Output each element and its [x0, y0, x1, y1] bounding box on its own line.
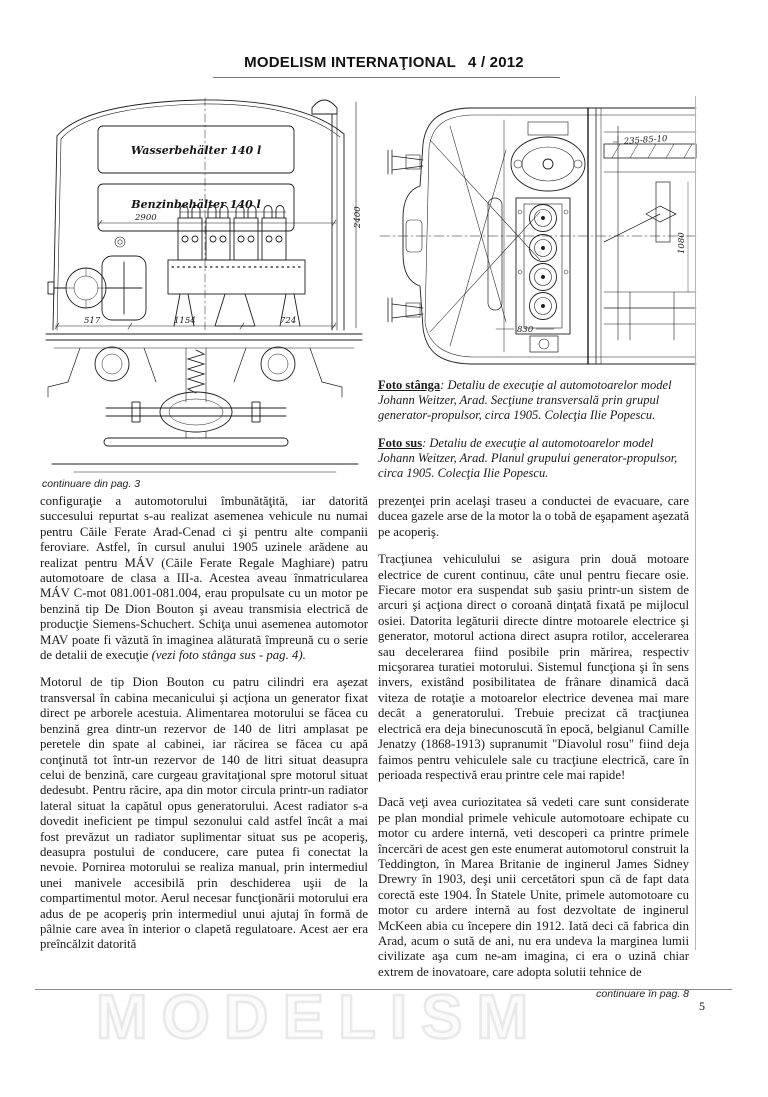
car-body-outline — [52, 97, 345, 333]
caption-label: Foto sus — [378, 436, 423, 450]
lower-crossbar — [103, 431, 289, 447]
paragraph: Tracţiunea vehiculului se asigura prin d… — [378, 552, 689, 782]
svg-text:724: 724 — [280, 316, 296, 326]
svg-text:830: 830 — [517, 325, 534, 335]
generator-plan — [510, 121, 586, 192]
plan-view-drawing: 830 — [379, 107, 697, 365]
ground-lines — [51, 463, 359, 473]
dimension-2400: 2400 — [353, 101, 363, 329]
modelism-watermark: MODELISM — [95, 982, 543, 1054]
truck-framework — [603, 125, 697, 341]
gear-housing — [105, 391, 287, 433]
generator — [47, 255, 147, 321]
right-column-rule — [695, 96, 696, 950]
svg-text:2400: 2400 — [353, 206, 363, 229]
paragraph-text: configuraţie a automotorului îmbunătăţit… — [40, 494, 368, 663]
water-tank: Wasserbehälter 140 l — [97, 125, 295, 174]
caption-label: Foto stânga — [378, 378, 441, 392]
magazine-title: MODELISM INTERNAŢIONAL — [244, 54, 457, 71]
paragraph: Motorul de tip Dion Bouton cu patru cili… — [40, 675, 368, 952]
svg-text:1154: 1154 — [174, 316, 196, 326]
dimension-830: 830 — [495, 325, 555, 335]
svg-text:1080: 1080 — [677, 232, 687, 254]
article-left-column: configuraţie a automotorului îmbunătăţit… — [40, 494, 368, 965]
cab-front-wall — [587, 107, 602, 365]
dimension-235-85-10: 235-85-10 — [612, 134, 669, 147]
paragraph: prezenţei prin acelaşi traseu a conducte… — [378, 494, 689, 539]
svg-text:2900: 2900 — [134, 213, 157, 223]
svg-text:517: 517 — [84, 316, 101, 326]
suspension-spring — [185, 347, 207, 403]
caption-text: : Detaliu de execuţie al automotoarelor … — [378, 436, 678, 480]
buffers — [387, 149, 424, 323]
paragraph: configuraţie a automotorului îmbunătăţit… — [40, 494, 368, 663]
footer-divider — [35, 989, 732, 990]
paragraph: Dacă veţi avea curiozitatea să vedeti ca… — [378, 795, 689, 979]
caption-foto-sus: Foto sus: Detaliu de execuţie al automot… — [378, 436, 690, 481]
paragraph-reference: (vezi foto stânga sus - pag. 4). — [151, 648, 306, 663]
svg-text:235-85-10: 235-85-10 — [623, 134, 669, 147]
engine-cylinders — [177, 205, 287, 261]
frame-braces — [429, 125, 541, 347]
continued-in-note: continuare în pag. 8 — [596, 988, 689, 1001]
issue-number: 4 / 2012 — [468, 54, 524, 71]
fuel-tank: Benzinbehälter 140 l — [97, 183, 295, 248]
header-divider — [213, 77, 560, 78]
engine-block — [167, 259, 306, 327]
page-number: 5 — [699, 999, 705, 1013]
dimension-chain: 517 1154 724 — [54, 316, 337, 330]
article-right-column: prezenţei prin acelaşi traseu a conducte… — [378, 494, 689, 1000]
underframe — [45, 333, 363, 349]
caption-foto-stanga: Foto stânga: Detaliu de execuţie al auto… — [378, 378, 690, 423]
caption-text: : Detaliu de execuţie al automotoarelor … — [378, 378, 672, 422]
cross-section-drawing: Wasserbehälter 140 l Benzinbehälter 140 … — [45, 97, 363, 473]
front-coupling — [405, 219, 423, 253]
page-header: MODELISM INTERNAŢIONAL 4 / 2012 — [0, 54, 768, 71]
axle-boxes — [47, 346, 343, 398]
dimension-2900: 2900 — [97, 213, 337, 227]
dimension-1080: 1080 — [677, 181, 689, 293]
fuel-tank-label: Benzinbehälter 140 l — [130, 198, 260, 211]
photo-captions: Foto stânga: Detaliu de execuţie al auto… — [378, 378, 690, 494]
water-tank-label: Wasserbehälter 140 l — [131, 144, 261, 157]
continued-from-note: continuare din pag. 3 — [42, 478, 141, 490]
side-radiator — [487, 197, 503, 311]
roof-ventilator — [311, 99, 338, 115]
engine-plan — [515, 197, 571, 353]
